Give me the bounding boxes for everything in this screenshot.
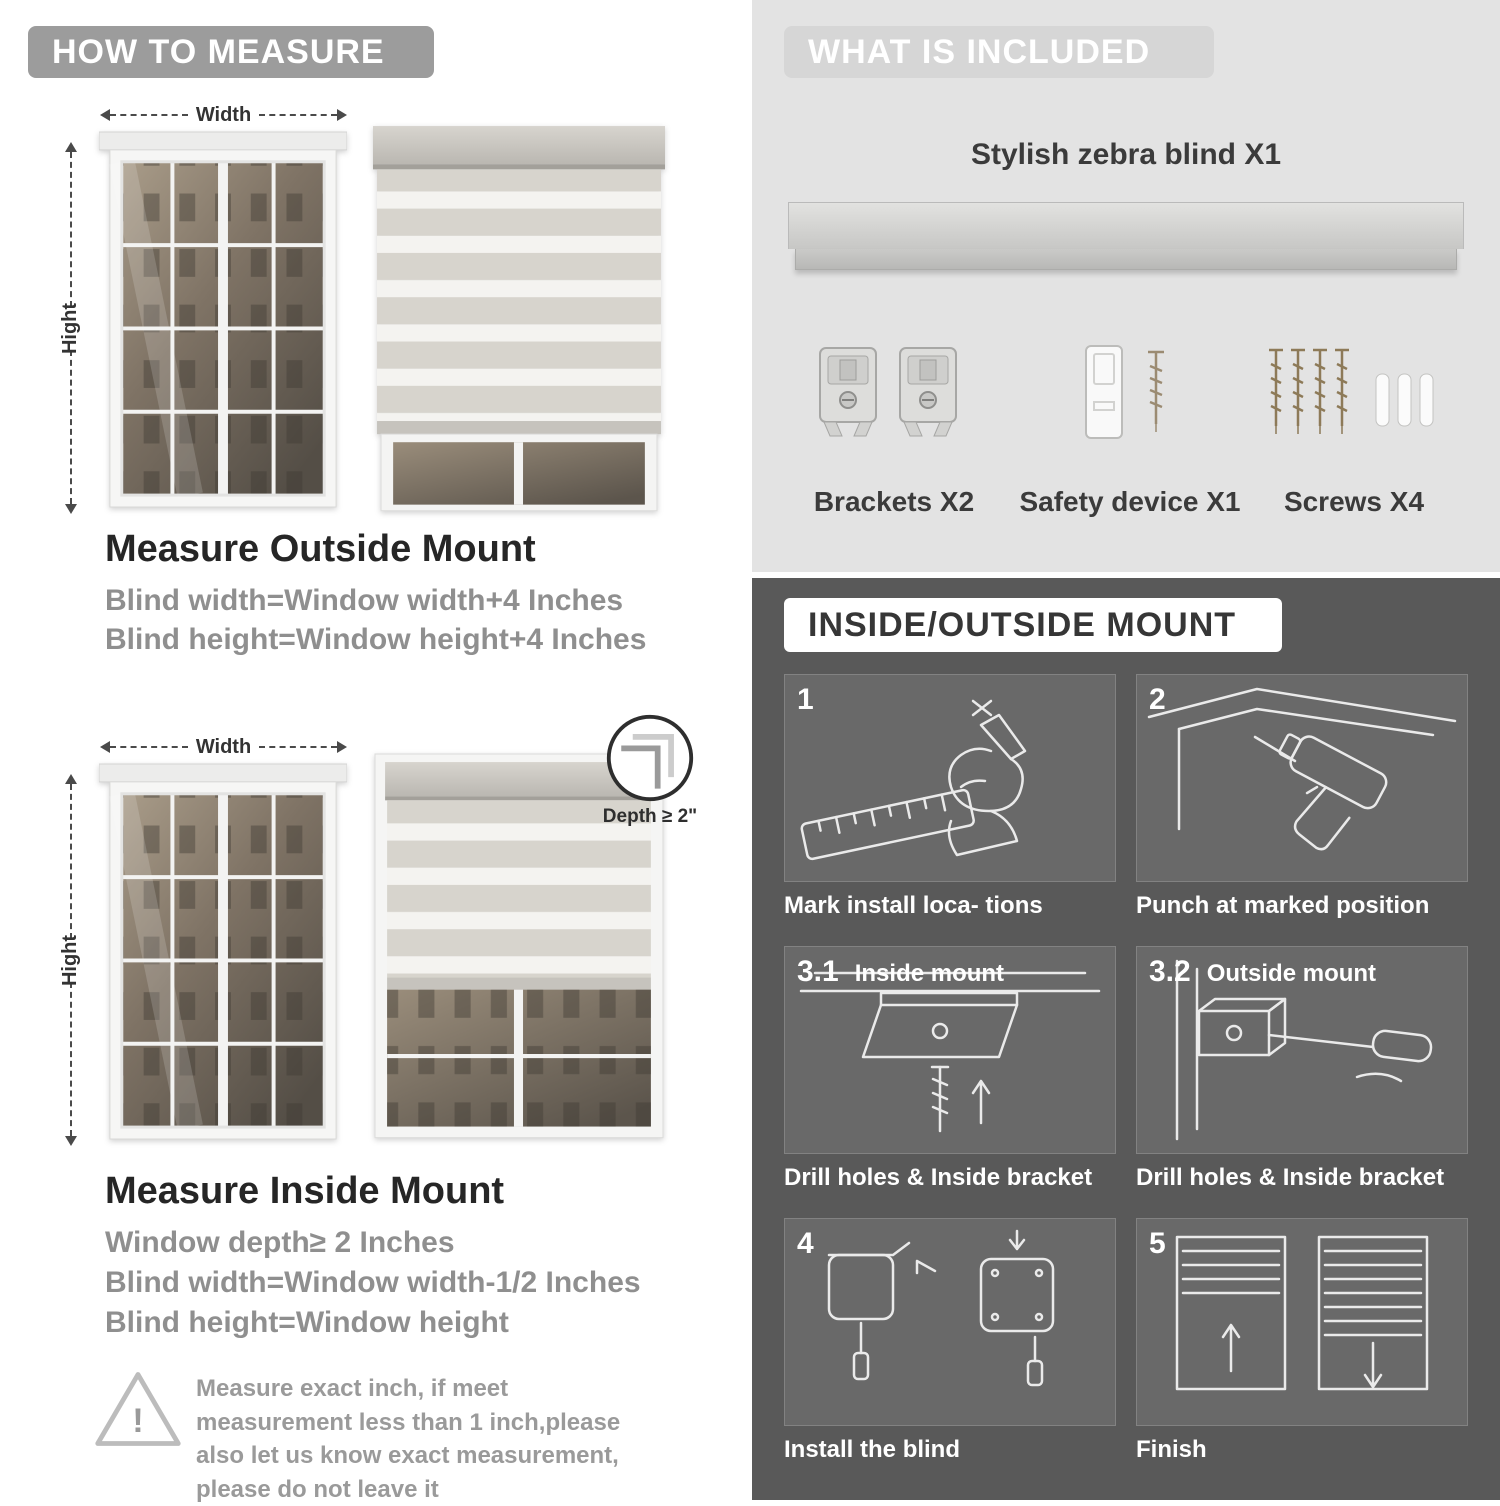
step-4-number: 4: [797, 1227, 814, 1260]
step-3-1-number: 3.1: [797, 955, 839, 988]
arrow-up-icon: [65, 774, 77, 784]
step-3-2-illustration: [1175, 959, 1433, 1141]
step-3-1-panel: 3.1 Inside mount: [784, 946, 1116, 1154]
step-3-1-illustration: [799, 971, 1101, 1133]
how-to-measure-section: HOW TO MEASURE Width Hight: [0, 0, 752, 1503]
inside-mount-figure: Width Hight: [55, 712, 745, 1157]
depth-callout: Depth ≥ 2": [575, 712, 725, 828]
width-dimension-arrow: Width: [100, 103, 348, 126]
depth-label: Depth ≥ 2": [602, 806, 698, 827]
how-to-measure-title: HOW TO MEASURE: [52, 32, 385, 71]
width-dimension-arrow: Width: [100, 735, 348, 758]
step-3-2-label: Outside mount: [1206, 960, 1377, 987]
height-label: Hight: [59, 934, 82, 986]
step-5-panel: 5: [1136, 1218, 1468, 1426]
install-step-3-1: 3.1 Inside mount: [784, 946, 1116, 1192]
step-5-caption: Finish: [1136, 1436, 1207, 1463]
arrow-up-icon: [65, 142, 77, 152]
step-1-panel: 1: [784, 674, 1116, 882]
width-label: Width: [195, 735, 252, 758]
headrail-lip: [795, 249, 1457, 270]
install-steps-grid: 1: [784, 674, 1468, 1464]
install-step-3-2: 3.2 Outside mount: [1136, 946, 1468, 1192]
blind-item-label: Stylish zebra blind X1: [970, 138, 1282, 171]
mount-header: INSIDE/OUTSIDE MOUNT: [784, 598, 1282, 652]
step-1-caption: Mark install loca- tions: [784, 892, 1043, 919]
outside-mount-title: Measure Outside Mount: [105, 528, 536, 570]
step-2-caption: Punch at marked position: [1136, 892, 1430, 919]
what-is-included-section: WHAT IS INCLUDED Stylish zebra blind X1: [752, 0, 1500, 572]
safety-device-label: Safety device X1: [1019, 486, 1241, 517]
step-4-illustration: [827, 1229, 1055, 1387]
height-dimension-arrow: Hight: [60, 142, 82, 514]
step-5-illustration: [1175, 1235, 1429, 1391]
inside-mount-rule-1: Window depth≥ 2 Inches: [105, 1226, 455, 1259]
step-3-2-number: 3.2: [1149, 955, 1191, 988]
brackets-icon: [816, 346, 960, 438]
brackets-label: Brackets X2: [813, 486, 975, 517]
what-is-included-title: WHAT IS INCLUDED: [808, 32, 1151, 71]
zebra-blind-illustration-inside: [373, 752, 665, 1140]
step-1-number: 1: [797, 683, 814, 716]
depth-magnifier-icon: [606, 714, 694, 802]
arrow-down-icon: [65, 504, 77, 514]
outside-mount-figure: Width Hight: [55, 102, 735, 522]
arrow-right-icon: [337, 741, 348, 753]
mount-instructions-section: INSIDE/OUTSIDE MOUNT 1: [752, 578, 1500, 1500]
install-step-4: 4: [784, 1218, 1116, 1464]
warning-triangle-icon: !: [95, 1372, 181, 1446]
install-step-1: 1: [784, 674, 1116, 920]
step-4-caption: Install the blind: [784, 1436, 961, 1463]
inside-mount-rule-2: Blind width=Window width-1/2 Inches: [105, 1266, 641, 1299]
width-label: Width: [195, 103, 252, 126]
install-step-2: 2: [1136, 674, 1468, 920]
window-illustration-outside: [99, 126, 347, 513]
measurement-warning-text: Measure exact inch, if meet measurement …: [196, 1375, 621, 1503]
arrow-left-icon: [100, 741, 110, 753]
outside-mount-rule-1: Blind width=Window width+4 Inches: [105, 584, 624, 617]
install-step-5: 5 Finish: [1136, 1218, 1468, 1464]
step-1-illustration: [800, 699, 1027, 861]
step-4-panel: 4: [784, 1218, 1116, 1426]
step-2-panel: 2: [1136, 674, 1468, 882]
how-to-measure-header: HOW TO MEASURE: [28, 26, 434, 78]
step-2-illustration: [1147, 687, 1457, 851]
zebra-blind-headrail: [788, 202, 1464, 270]
arrow-down-icon: [65, 1136, 77, 1146]
window-illustration-inside: [99, 758, 347, 1145]
step-3-2-panel: 3.2 Outside mount: [1136, 946, 1468, 1154]
mount-title: INSIDE/OUTSIDE MOUNT: [808, 605, 1237, 644]
arrow-left-icon: [100, 109, 110, 121]
what-is-included-header: WHAT IS INCLUDED: [784, 26, 1214, 78]
step-3-1-label: Inside mount: [854, 960, 1005, 987]
headrail-face: [788, 202, 1464, 249]
zebra-blind-illustration-outside: [373, 120, 665, 515]
step-3-2-caption: Drill holes & Inside bracket: [1136, 1164, 1445, 1191]
warning-exclamation: !: [132, 1402, 144, 1440]
screws-label: Screws X4: [1283, 486, 1425, 517]
inside-mount-title: Measure Inside Mount: [105, 1170, 505, 1212]
step-3-1-caption: Drill holes & Inside bracket: [784, 1164, 1093, 1191]
step-2-number: 2: [1149, 683, 1166, 716]
height-dimension-arrow: Hight: [60, 774, 82, 1146]
outside-mount-rule-2: Blind height=Window height+4 Inches: [105, 623, 647, 656]
safety-device-icon: [1076, 342, 1186, 447]
step-5-number: 5: [1149, 1227, 1166, 1260]
height-label: Hight: [59, 302, 82, 354]
arrow-right-icon: [337, 109, 348, 121]
screws-icon: [1264, 342, 1442, 457]
inside-mount-rule-3: Blind height=Window height: [105, 1306, 509, 1339]
